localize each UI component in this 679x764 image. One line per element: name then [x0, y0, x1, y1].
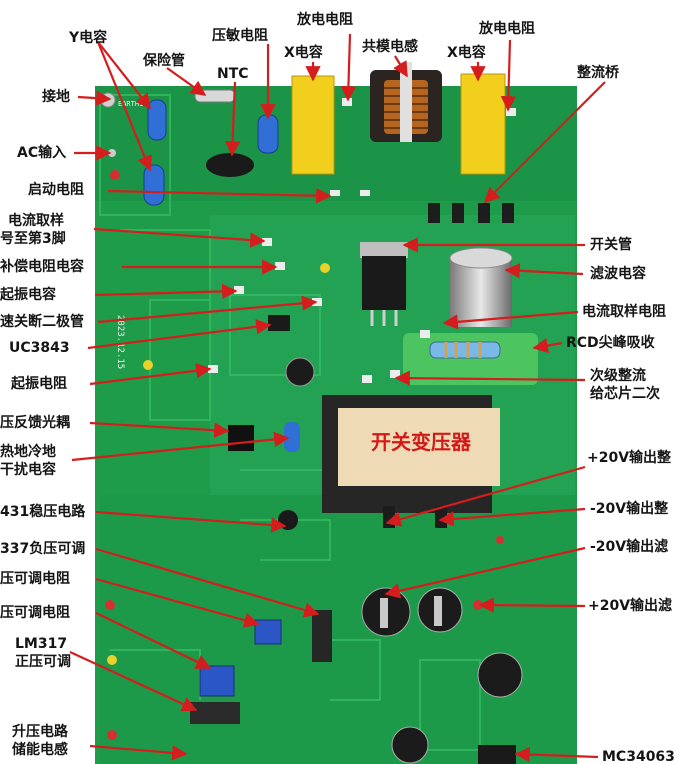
date-silk: 2023.12.15: [115, 315, 125, 369]
rcd-resistor: [429, 341, 501, 359]
label-rectifier: 整流桥: [577, 65, 619, 81]
label-transformer: 开关变压器: [371, 430, 471, 454]
switch-mosfet: [360, 242, 408, 326]
label-hot-cold-1: 热地冷地: [0, 444, 56, 460]
label-neg20-rect: -20V输出整: [590, 501, 669, 517]
output-capacitors: [361, 587, 523, 764]
x-cap-left: [291, 75, 335, 175]
label-secondary-2: 给芯片二次: [590, 386, 660, 402]
label-lm317-2: 正压可调: [15, 654, 71, 670]
rectifier-bridge: [428, 203, 514, 223]
label-boost-1: 升压电路: [12, 724, 68, 740]
label-osc-res: 起振电阻: [11, 376, 67, 392]
label-y-cap: Y电容: [69, 30, 108, 46]
label-x-cap-left: X电容: [284, 45, 323, 61]
label-current-sample-2: 号至第3脚: [0, 231, 66, 247]
x-cap-right: [460, 73, 506, 175]
board-region-low: [100, 495, 577, 764]
label-neg20-filter: -20V输出滤: [590, 539, 669, 555]
y-cap-1: [147, 99, 167, 141]
uc3843-chip: [268, 315, 290, 331]
label-fast-diode: 速关断二极管: [0, 314, 84, 330]
label-feedback-opto: 压反馈光耦: [0, 415, 70, 431]
label-filter-cap: 滤波电容: [590, 266, 646, 282]
y-cap-2: [143, 164, 165, 206]
label-rcd: RCD尖峰吸收: [566, 335, 655, 351]
label-ac-input: AC输入: [17, 145, 67, 161]
label-pos20-rect: +20V输出整: [587, 450, 672, 466]
label-current-sample-1: 电流取样: [8, 213, 64, 229]
label-lm317-1: LM317: [15, 636, 68, 652]
label-neg-adj-res: 压可调电阻: [0, 571, 70, 587]
label-lm337: 337负压可调: [0, 541, 86, 557]
label-ntc: NTC: [217, 66, 249, 82]
label-comp-rc: 补偿电阻电容: [0, 259, 84, 275]
mc34063-chip: [478, 745, 516, 764]
label-ground: 接地: [42, 89, 70, 105]
label-cm-choke: 共模电感: [362, 39, 418, 55]
label-uc3843: UC3843: [9, 340, 70, 356]
label-start-res: 启动电阻: [28, 182, 84, 198]
bulk-capacitor: [449, 247, 513, 327]
label-pos20-filter: +20V输出滤: [588, 598, 673, 614]
earth-silk: EARTH1: [118, 100, 143, 108]
label-discharge-res-right: 放电电阻: [479, 21, 535, 37]
label-mc34063: MC34063: [602, 749, 675, 764]
label-pos-adj-res: 压可调电阻: [0, 605, 70, 621]
ntc: [206, 153, 254, 177]
label-current-res: 电流取样电阻: [582, 304, 666, 320]
label-fuse: 保险管: [143, 53, 185, 69]
pos-trim-pot: [199, 665, 235, 697]
label-switch-tube: 开关管: [590, 237, 632, 253]
varistor: [257, 114, 279, 154]
common-mode-choke: [370, 62, 442, 142]
label-x-cap-right: X电容: [447, 45, 486, 61]
label-tl431: 431稳压电路: [0, 504, 86, 520]
pointer-arrows: [69, 33, 606, 763]
optocoupler: [228, 425, 254, 451]
neg-trim-pot: [254, 619, 282, 645]
label-hot-cold-2: 干扰电容: [0, 462, 56, 478]
label-secondary-1: 次级整流: [590, 368, 646, 384]
label-varistor: 压敏电阻: [212, 28, 268, 44]
label-discharge-res-left: 放电电阻: [297, 12, 353, 28]
label-osc-cap: 起振电容: [0, 287, 56, 303]
switch-transformer: [322, 395, 500, 513]
label-boost-2: 储能电感: [12, 742, 68, 758]
ac-input-pad: [110, 170, 120, 180]
